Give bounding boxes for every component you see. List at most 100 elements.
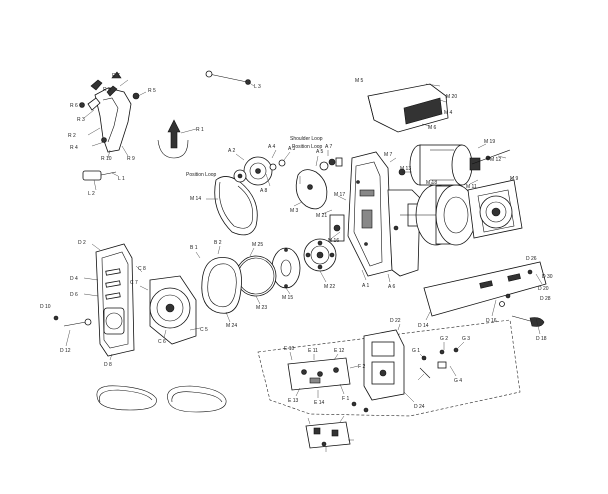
callout-c5: C 5 (200, 327, 208, 333)
callout-r6: R 6 (70, 103, 78, 109)
callout-b1: B 1 (190, 245, 198, 251)
motor-plate (149, 275, 197, 345)
callout-a4: A 4 (268, 144, 275, 150)
callout-m15: M 15 (282, 295, 293, 301)
power-cord-2 (167, 385, 227, 413)
callout-m24: M 24 (226, 323, 237, 329)
callout-r1: R 1 (196, 127, 204, 133)
callout-r5: R 5 (148, 88, 156, 94)
callout-m17: M 17 (334, 192, 345, 198)
brush-ring (201, 257, 242, 314)
callout-m6: M 6 (428, 125, 437, 131)
callout-g4: G 4 (454, 378, 462, 384)
callout-e14: E 14 (314, 400, 325, 406)
callout-r7: R 7 (112, 73, 120, 79)
callout-c6: C 6 (158, 339, 166, 345)
callout-m20: M 20 (446, 94, 457, 100)
note-shoulder-loop: Shoulder Loop (290, 136, 323, 142)
callout-f1: F 1 (342, 396, 349, 402)
note-position-loop-left: Position Loop (186, 172, 217, 178)
callout-d26: D 26 (526, 256, 537, 262)
callout-m4: M 4 (444, 110, 453, 116)
callout-m14: M 14 (190, 196, 201, 202)
wrench-rod (205, 70, 251, 85)
callout-r4: R 4 (70, 145, 78, 151)
callout-m7: M 7 (384, 152, 393, 158)
callout-m3: M 3 (290, 208, 299, 214)
front-cover-panel (95, 243, 135, 357)
small-spacers (269, 157, 406, 176)
callout-c8: C 8 (138, 266, 146, 272)
callout-d2: D 2 (78, 240, 86, 246)
drive-belt-loop (206, 176, 258, 236)
power-cord-1 (96, 385, 157, 411)
callout-m16: M 16 (328, 238, 339, 244)
callout-f2: F 2 (358, 364, 365, 370)
motor (409, 144, 511, 186)
callout-g3: G 3 (462, 336, 470, 342)
callout-d24: D 24 (414, 404, 425, 410)
gasket-ring (235, 255, 277, 297)
callout-m22: M 22 (324, 284, 335, 290)
switch-subassembly-box (257, 319, 521, 417)
callout-d28: D 28 (540, 296, 551, 302)
callout-d14: D 14 (418, 323, 429, 329)
belt-loop-2 (295, 161, 329, 210)
switch-small-parts (351, 347, 459, 413)
screw-left (53, 315, 92, 327)
callout-l3: L 3 (254, 84, 261, 90)
callout-a2: A 2 (228, 148, 235, 154)
switch-housing (363, 329, 405, 401)
callout-a1: A 1 (362, 283, 369, 289)
callout-m9: M 9 (510, 176, 519, 182)
callout-m23: M 23 (256, 305, 267, 311)
callout-c7: C 7 (130, 280, 138, 286)
fan-housing (467, 179, 523, 239)
pulley-small (233, 169, 247, 183)
callout-e10: E 10 (284, 346, 295, 352)
callout-a8: A 8 (260, 188, 267, 194)
knob-handle (499, 293, 545, 327)
callout-labels: R 7 R 8 R 5 R 6 R 3 R 2 R 4 R 1 R 10 R 9… (40, 73, 553, 410)
impeller-plate (271, 247, 301, 289)
callout-l1: L 1 (118, 176, 125, 182)
callout-d4: D 4 (70, 276, 78, 282)
callout-e11: E 11 (308, 348, 318, 354)
callout-e12: E 12 (334, 348, 345, 354)
base-plate (423, 261, 547, 317)
callout-r3: R 3 (77, 117, 85, 123)
callout-d12: D 12 (60, 348, 71, 354)
callout-a7: A 7 (325, 144, 332, 150)
callout-r2: R 2 (68, 133, 76, 139)
callout-g2: G 2 (440, 336, 448, 342)
callout-m12: M 12 (490, 157, 501, 163)
callout-a6: A 6 (388, 284, 395, 290)
callout-a5: A 5 (316, 149, 323, 155)
callout-m18: M 18 (426, 180, 437, 186)
leader-lines (65, 81, 543, 452)
callout-d8: D 8 (104, 362, 112, 368)
switch-plate (287, 357, 351, 391)
callout-r8: R 8 (103, 87, 111, 93)
callout-b2: B 2 (214, 240, 222, 246)
callout-d6: D 6 (70, 292, 78, 298)
note-labels: Position Loop Shoulder Loop Position Loo… (186, 136, 323, 178)
callout-l2: L 2 (88, 191, 95, 197)
callout-m11: M 11 (466, 184, 477, 190)
direction-arrow-icon (157, 119, 197, 159)
callout-d30: D 30 (542, 274, 553, 280)
callout-d16: D 16 (486, 318, 497, 324)
callout-m25: M 25 (252, 242, 263, 248)
callout-m19: M 19 (484, 139, 495, 145)
callout-g1: G 1 (412, 348, 420, 354)
pulley-washer (243, 156, 273, 186)
callout-d18: D 18 (536, 336, 547, 342)
motor-armature (400, 184, 477, 246)
callout-r10: R 10 (101, 156, 112, 162)
callout-d22: D 22 (390, 318, 401, 324)
callout-e13: E 13 (288, 398, 299, 404)
note-position-loop-right: Position Loop (292, 144, 323, 150)
callout-r9: R 9 (127, 156, 135, 162)
callout-d20: D 20 (538, 286, 549, 292)
